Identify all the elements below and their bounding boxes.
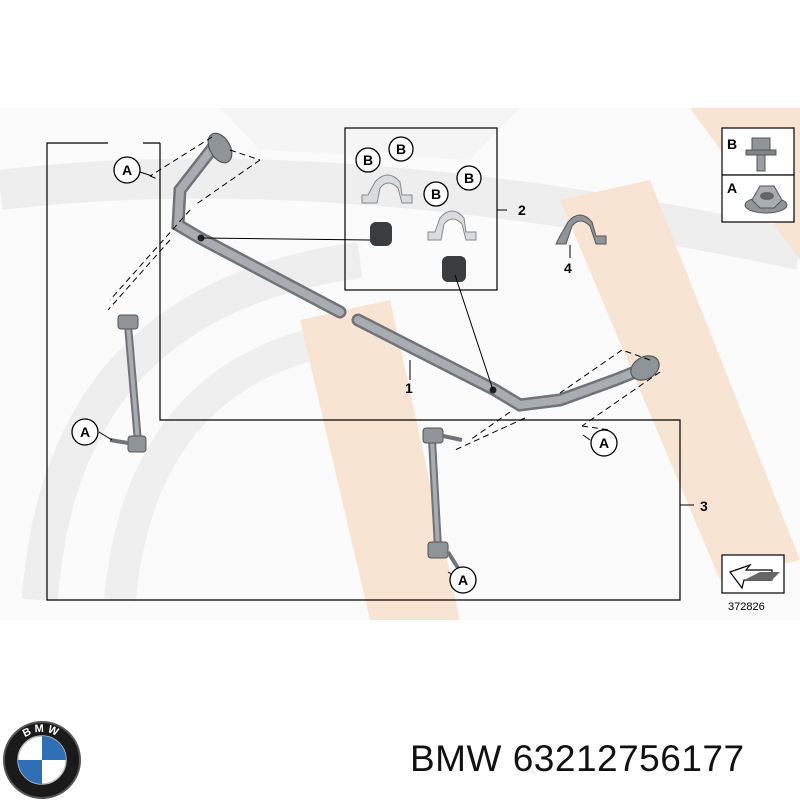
bushing-kit-box — [344, 127, 498, 291]
svg-text:B: B — [431, 186, 441, 202]
clamp-bracket-part — [555, 214, 607, 245]
nut-glyph — [744, 185, 788, 214]
svg-text:B: B — [363, 152, 373, 168]
bolt-glyph — [745, 137, 777, 172]
bushing-kit-parts — [201, 174, 494, 391]
callout-b-1: B — [355, 147, 381, 173]
svg-text:A: A — [80, 424, 90, 440]
image-number: 372826 — [728, 601, 765, 613]
stabilizer-link-right — [422, 427, 463, 570]
svg-text:B: B — [396, 141, 406, 157]
stabilizer-bar — [171, 132, 660, 412]
ref-number-3: 3 — [700, 498, 708, 514]
part-number: 63212756177 — [512, 738, 745, 779]
ref-number-1: 1 — [405, 380, 413, 396]
ref-number-4: 4 — [564, 260, 572, 276]
svg-text:BMW: BMW — [21, 723, 63, 740]
callout-b-4: B — [456, 165, 482, 191]
legend-label-b: B — [727, 136, 737, 152]
bmw-logo: BMW — [3, 721, 81, 799]
svg-text:A: A — [458, 572, 468, 588]
svg-text:B: B — [464, 170, 474, 186]
image-number-badge — [721, 554, 785, 594]
svg-text:A: A — [122, 162, 132, 178]
brand-name: BMW — [410, 738, 502, 779]
callout-a-bottom-link: A — [449, 566, 477, 594]
callout-a-left-link: A — [71, 418, 99, 446]
ref-number-2: 2 — [518, 202, 526, 218]
callout-b-2: B — [388, 136, 414, 162]
svg-text:A: A — [599, 435, 609, 451]
assembly-frame — [46, 142, 681, 601]
part-title: BMW 63212756177 — [410, 738, 745, 780]
callout-a-top-left: A — [113, 156, 141, 184]
callout-leaders — [98, 171, 694, 576]
legend-label-a: A — [727, 180, 737, 196]
dashed-guides — [107, 136, 661, 451]
callout-a-right: A — [590, 429, 618, 457]
callout-b-3: B — [423, 181, 449, 207]
stabilizer-link-left — [109, 314, 147, 453]
